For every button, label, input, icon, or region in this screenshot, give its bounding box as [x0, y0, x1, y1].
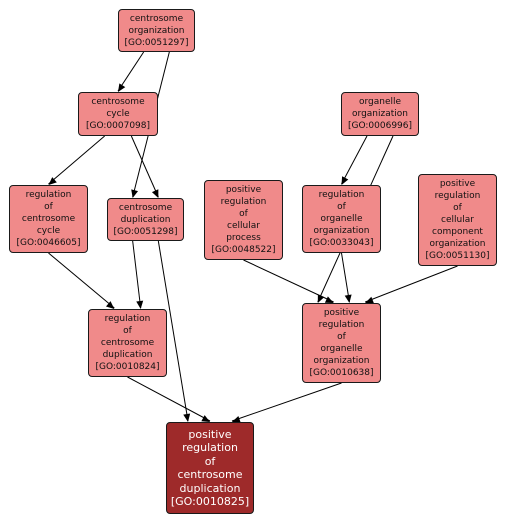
- node-label-line: cellular: [441, 215, 474, 225]
- node-label-line: regulation: [318, 320, 365, 330]
- node-label-line: regulation: [220, 197, 267, 207]
- node-label-line: centrosome: [100, 338, 155, 348]
- node-regulation-of-centrosome-cycle[interactable]: regulation of centrosome cycle [GO:00466…: [9, 185, 88, 253]
- node-positive-regulation-of-organelle-organization[interactable]: positive regulation of organelle organiz…: [302, 303, 381, 383]
- edge-arrowhead: [105, 301, 115, 309]
- node-go-id: [GO:0010825]: [170, 495, 250, 508]
- edge-arrowhead: [118, 83, 126, 92]
- node-label-line: regulation: [182, 441, 238, 454]
- edge-line: [341, 135, 368, 185]
- node-label-line: cycle: [36, 226, 61, 236]
- edge-arrowhead: [341, 176, 349, 185]
- node-centrosome-organization[interactable]: centrosome organization [GO:0051297]: [118, 9, 195, 52]
- node-label-line: organization: [352, 109, 408, 119]
- edge-arrowhead: [131, 189, 139, 198]
- node-label-line: centrosome: [21, 214, 76, 224]
- node-label-line: organelle: [320, 214, 363, 224]
- node-label-line: organization: [313, 356, 370, 366]
- edge-line: [243, 259, 334, 303]
- node-label-line: positive: [225, 185, 262, 195]
- node-label-line: of: [239, 209, 248, 219]
- node-go-id: [GO:0051297]: [124, 37, 189, 48]
- edge-line: [48, 135, 105, 185]
- node-label-line: duplication: [102, 350, 153, 360]
- edge-line: [341, 252, 350, 303]
- node-label-line: of: [44, 202, 53, 212]
- node-go-id: [GO:0046605]: [16, 238, 81, 248]
- node-label-line: of: [337, 202, 346, 212]
- edge-line: [231, 382, 342, 422]
- edge-line: [132, 240, 142, 309]
- edge-arrowhead: [136, 300, 144, 309]
- node-label-line: duplication: [179, 481, 241, 495]
- node-go-id: [GO:0006996]: [347, 121, 413, 131]
- node-positive-regulation-of-cellular-process[interactable]: positive regulation of cellular process …: [204, 180, 283, 260]
- node-centrosome-duplication[interactable]: centrosome duplication [GO:0051298]: [107, 198, 184, 241]
- node-label-line: process: [226, 233, 261, 243]
- edge-line: [48, 252, 115, 309]
- edge-line: [157, 240, 189, 422]
- node-label-line: duplication: [120, 214, 171, 225]
- node-organelle-organization[interactable]: organelle organization [GO:0006996]: [341, 92, 419, 136]
- node-label-line: regulation: [25, 190, 72, 200]
- node-label-line: organization: [128, 25, 185, 36]
- node-label-line: organelle: [320, 344, 363, 354]
- node-label-line: organization: [429, 239, 486, 249]
- node-label-line: of: [123, 326, 132, 336]
- node-go-id: [GO:0048522]: [211, 245, 276, 255]
- node-go-id: [GO:0033043]: [309, 238, 374, 248]
- node-label-line: centrosome: [118, 202, 173, 213]
- edge-arrowhead: [365, 296, 374, 304]
- node-go-id: [GO:0010824]: [95, 362, 160, 372]
- node-label-line: positive: [323, 308, 360, 318]
- node-label-line: organelle: [358, 97, 402, 107]
- node-regulation-of-centrosome-duplication[interactable]: regulation of centrosome duplication [GO…: [88, 309, 167, 377]
- node-centrosome-cycle[interactable]: centrosome cycle [GO:0007098]: [78, 92, 158, 136]
- node-go-id: [GO:0051298]: [113, 226, 178, 237]
- node-label-line: of: [453, 203, 462, 213]
- node-go-id: [GO:0051130]: [425, 251, 490, 261]
- edge-arrowhead: [324, 296, 334, 303]
- node-label-line: centrosome: [177, 468, 243, 481]
- node-label-line: of: [204, 454, 216, 468]
- node-label-line: centrosome: [91, 97, 145, 107]
- edge-arrowhead: [201, 415, 210, 422]
- node-go-id: [GO:0010638]: [309, 368, 374, 378]
- node-label-line: positive: [439, 179, 476, 189]
- node-label-line: component: [432, 227, 483, 237]
- edge-arrowhead: [183, 413, 191, 422]
- node-regulation-of-organelle-organization[interactable]: regulation of organelle organization [GO…: [302, 185, 381, 253]
- node-label-line: cellular: [227, 221, 260, 231]
- edge-arrowhead: [48, 177, 57, 185]
- edge-arrowhead: [232, 416, 241, 423]
- node-positive-regulation-of-cellular-component-organization[interactable]: positive regulation of cellular componen…: [418, 174, 497, 266]
- edge-line: [130, 135, 159, 198]
- node-go-id: [GO:0007098]: [85, 121, 151, 131]
- edge-arrowhead: [151, 189, 159, 198]
- node-label-line: centrosome: [129, 13, 184, 24]
- edge-arrowhead: [344, 294, 352, 303]
- node-label-line: regulation: [318, 190, 365, 200]
- edge-line: [117, 51, 145, 92]
- node-label-line: organization: [313, 226, 370, 236]
- edge-line: [127, 376, 211, 422]
- node-label-line: positive: [188, 427, 232, 441]
- node-label-line: cycle: [106, 109, 130, 119]
- node-label-line: regulation: [104, 314, 151, 324]
- node-label-line: regulation: [434, 191, 481, 201]
- node-label-line: of: [337, 332, 346, 342]
- node-positive-regulation-of-centrosome-duplication[interactable]: positive regulation of centrosome duplic…: [166, 422, 254, 514]
- edge-line: [365, 265, 458, 303]
